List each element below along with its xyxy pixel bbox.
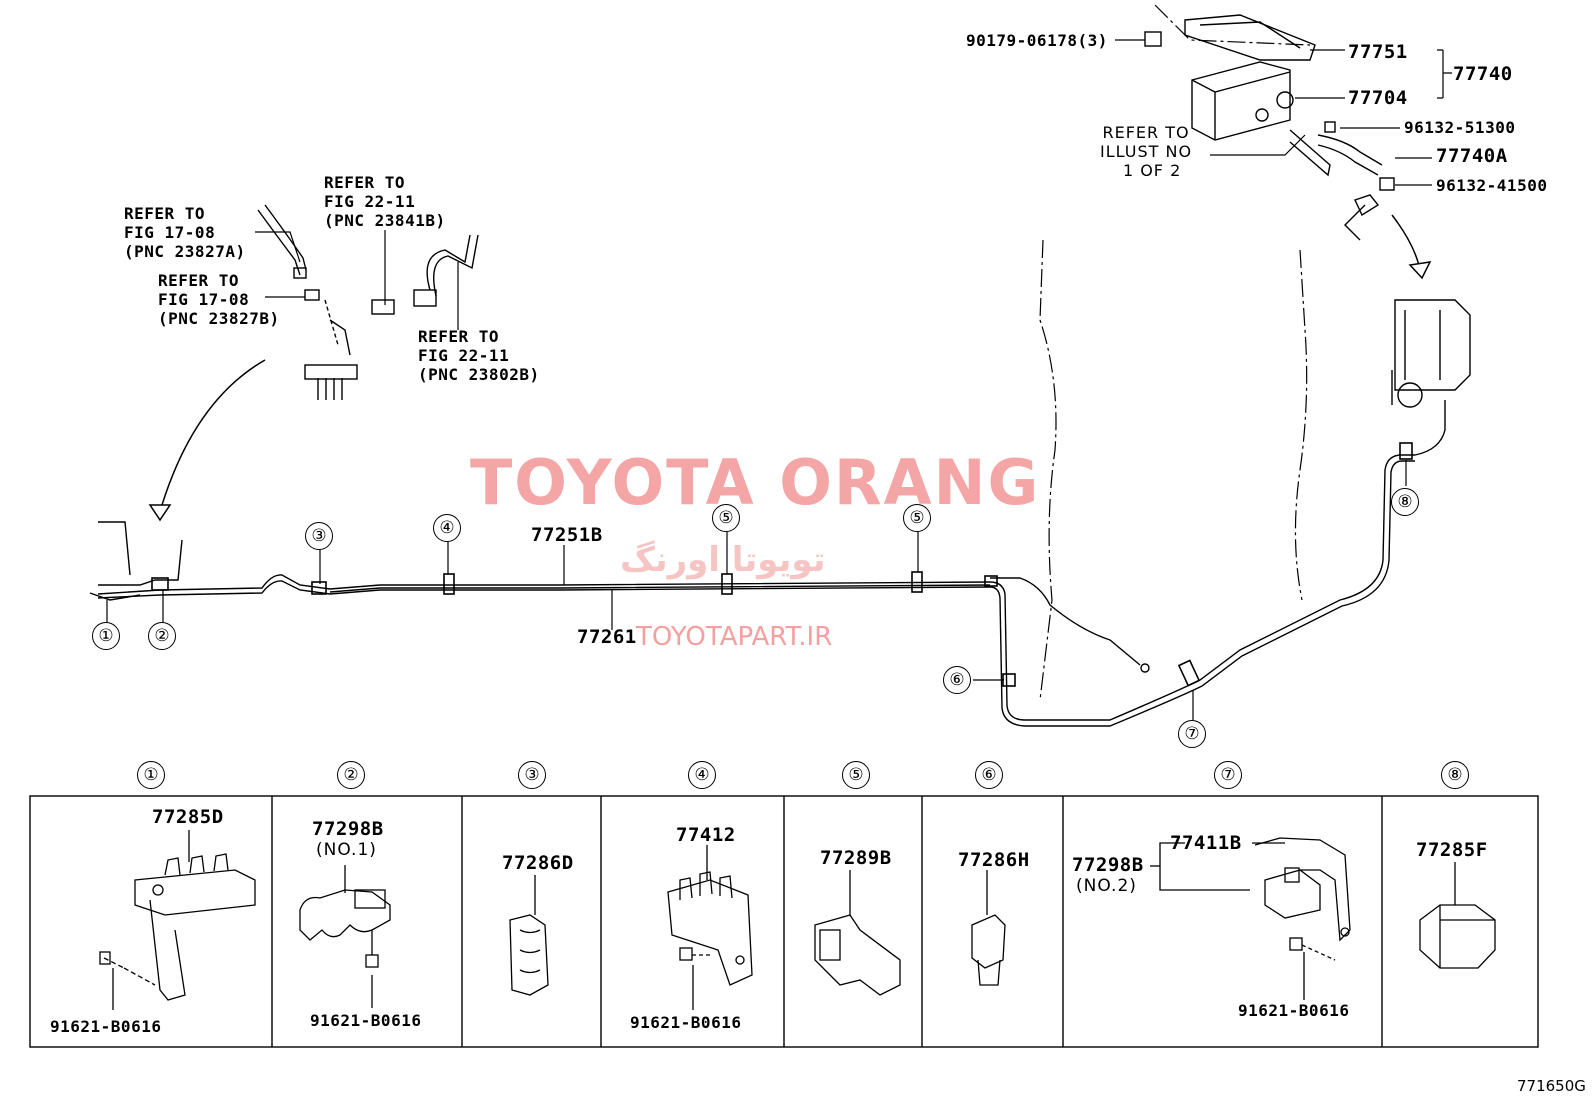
- panel-title-6: ⑥: [975, 761, 1003, 789]
- panel-title-5: ⑤: [842, 761, 870, 789]
- panel1-part-77285D: 77285D: [152, 806, 224, 828]
- abs-module: [1391, 299, 1471, 408]
- part-label-77251B: 77251B: [531, 524, 603, 546]
- part-label-77704: 77704: [1348, 87, 1408, 109]
- panel-title-7: ⑦: [1214, 761, 1242, 789]
- panel7-part-77411B: 77411B: [1170, 832, 1242, 854]
- panel2-part-no1: (NO.1): [316, 840, 377, 860]
- panel4-part-91621: 91621-B0616: [630, 1013, 742, 1032]
- parts-table: [29, 795, 1539, 1048]
- marker-4: ④: [433, 514, 461, 542]
- marker-3: ③: [305, 522, 333, 550]
- part-label-96132-51300: 96132-51300: [1404, 118, 1516, 137]
- body-outline: [1039, 4, 1311, 701]
- marker-2: ②: [148, 622, 176, 650]
- panel7-part-77298B: 77298B: [1072, 854, 1144, 876]
- panel-title-3: ③: [518, 761, 546, 789]
- canister-assembly: [1144, 14, 1395, 241]
- leader-lines: [106, 39, 1452, 720]
- watermark-persian: تویوتا اورنگ: [620, 540, 826, 580]
- panel4-part-77412: 77412: [676, 824, 736, 846]
- panel2-part-77298B: 77298B: [312, 818, 384, 840]
- panel7-part-91621: 91621-B0616: [1238, 1001, 1350, 1020]
- panel7-part-no2: (NO.2): [1076, 876, 1137, 896]
- part-label-96132-41500: 96132-41500: [1436, 176, 1548, 195]
- panel3-part-77286D: 77286D: [502, 852, 574, 874]
- part-label-77740A: 77740A: [1436, 145, 1508, 167]
- watermark-site: TOYOTAPART.IR: [636, 622, 833, 652]
- figure-id: 771650G: [1517, 1077, 1586, 1095]
- line-clips: [151, 442, 1413, 687]
- marker-5a: ⑤: [712, 504, 740, 532]
- watermark-main: TOYOTA ORANG: [470, 446, 1041, 519]
- panel-title-8: ⑧: [1441, 761, 1469, 789]
- panel5-part-77289B: 77289B: [820, 847, 892, 869]
- panel8-part-77285F: 77285F: [1416, 839, 1488, 861]
- panel6-part-77286H: 77286H: [958, 849, 1030, 871]
- panel-title-4: ④: [688, 761, 716, 789]
- marker-7: ⑦: [1178, 720, 1206, 748]
- tube-bundle: [89, 400, 1446, 727]
- panel-title-1: ①: [137, 761, 165, 789]
- panel-title-2: ②: [337, 761, 365, 789]
- marker-1: ①: [92, 622, 120, 650]
- panel2-part-91621: 91621-B0616: [310, 1011, 422, 1030]
- marker-6: ⑥: [943, 666, 971, 694]
- part-label-77740: 77740: [1453, 63, 1513, 85]
- part-label-77261: 77261: [577, 626, 637, 648]
- marker-8: ⑧: [1391, 488, 1419, 516]
- arrows: [148, 214, 1432, 522]
- panel1-part-91621: 91621-B0616: [50, 1017, 162, 1036]
- part-label-77751: 77751: [1348, 41, 1408, 63]
- connector-sketches: [257, 204, 479, 400]
- part-label-90179: 90179-06178(3): [966, 31, 1108, 50]
- marker-5b: ⑤: [903, 504, 931, 532]
- panel-sketches: [99, 830, 1496, 1010]
